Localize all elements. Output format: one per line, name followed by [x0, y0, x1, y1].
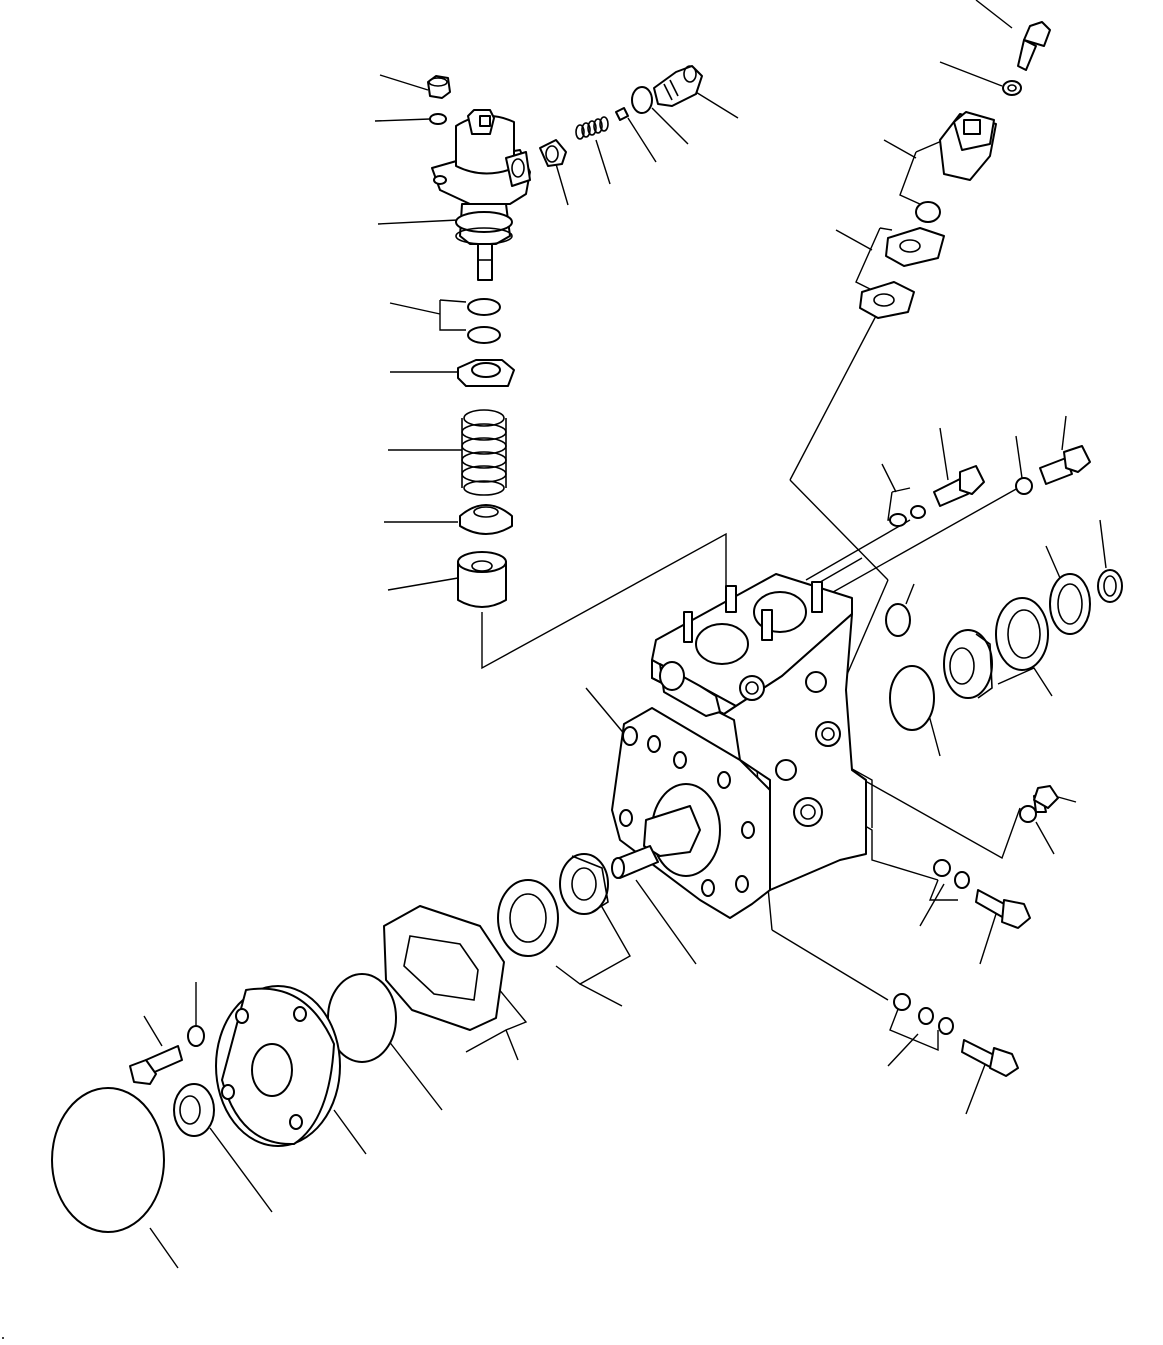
- washer-left-part: [187, 1025, 205, 1047]
- plunger-barrel-assembly-part: [431, 109, 531, 281]
- plunger-spring-part: [461, 409, 507, 496]
- bolt-bottom-right-part: [961, 1039, 1019, 1077]
- bearing-tapered-part: [559, 853, 609, 915]
- washer-pair-mid-right-part: [889, 505, 926, 527]
- bearing-right-part: [995, 597, 1049, 671]
- bolt-far-right-part: [1039, 445, 1091, 485]
- gasket-pair-part: [859, 227, 945, 319]
- bolt-right-lower-part: [1033, 785, 1059, 813]
- o-ring-pair-part: [467, 298, 501, 344]
- drive-flange-cover-part: [215, 985, 341, 1147]
- o-ring-large-right-part: [889, 665, 935, 731]
- delivery-valve-seat-part: [539, 139, 567, 167]
- washer-right-lower-part: [1019, 805, 1037, 823]
- valve-pin-part: [615, 107, 629, 121]
- spring-seat-upper-part: [457, 359, 515, 387]
- washer-small-part: [429, 113, 447, 125]
- delivery-valve-holder-part: [653, 65, 703, 107]
- washer-far-right-part: [1015, 477, 1033, 495]
- pump-housing-part: [611, 573, 867, 919]
- stray-mark: [2, 1337, 4, 1339]
- nut-part: [427, 75, 451, 99]
- washer-trio-bottom-right-part: [893, 993, 954, 1035]
- tappet-part: [457, 551, 507, 608]
- bearing-cup-part: [497, 879, 559, 957]
- o-ring-valve-part: [631, 86, 653, 114]
- bolt-top-right-part: [1017, 21, 1051, 71]
- washer-pair-lower-right-part: [933, 859, 970, 889]
- washer-top-right-part: [1002, 80, 1022, 96]
- oil-seal-left-part: [173, 1083, 215, 1137]
- spring-seat-lower-part: [459, 504, 513, 535]
- cover-gasket-part: [383, 905, 505, 1031]
- sensor-connector-part: [915, 111, 997, 223]
- o-ring-small-right-part: [885, 603, 911, 637]
- o-ring-large-left-part: [51, 1087, 165, 1233]
- gear-right-part: [943, 629, 993, 699]
- small-collar-part: [1097, 569, 1123, 603]
- oil-seal-ring-part: [1049, 573, 1091, 635]
- bolt-left-part: [129, 1045, 183, 1085]
- bolt-lower-right-part: [975, 889, 1031, 929]
- bolt-mid-right-part: [933, 465, 985, 507]
- valve-spring-part: [575, 116, 609, 140]
